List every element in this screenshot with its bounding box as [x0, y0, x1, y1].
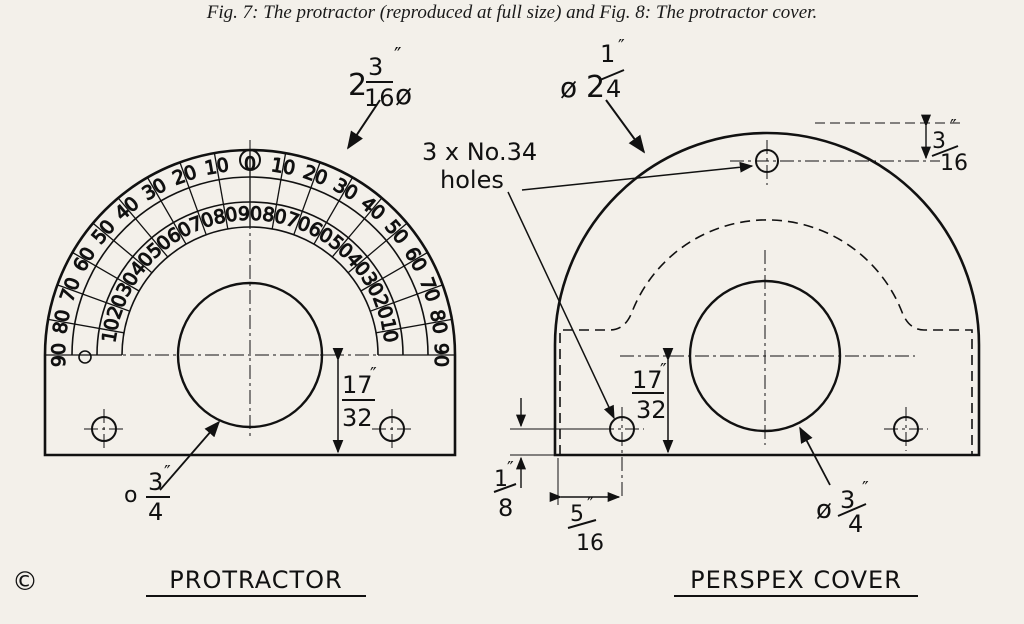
- graduation-line: [47, 318, 125, 334]
- cover-bore-label: ø 3 ″ 4: [816, 478, 869, 538]
- holes-callout: 3 x No.34 holes: [422, 138, 537, 194]
- svg-text:″: ″: [618, 36, 625, 57]
- svg-text:3: 3: [840, 486, 855, 514]
- cover-drawing: [507, 99, 981, 597]
- svg-text:4: 4: [606, 75, 621, 103]
- svg-text:ø: ø: [816, 495, 832, 525]
- scale-number: 10: [269, 154, 297, 180]
- copyright-mark: ©: [12, 567, 38, 597]
- svg-text:ø: ø: [560, 71, 577, 104]
- scale-number: 50: [87, 216, 119, 249]
- datum-mark: [78, 350, 92, 364]
- graduation-line: [347, 222, 408, 274]
- graduation-line: [117, 197, 169, 258]
- svg-text:″: ″: [164, 462, 171, 483]
- cover-centre-lines: [600, 140, 940, 500]
- eighth-inch-label: 1 ″ 8: [493, 458, 517, 522]
- graduation-line: [331, 197, 383, 258]
- svg-text:1: 1: [494, 467, 508, 492]
- graduation-line: [92, 222, 153, 274]
- svg-text:32: 32: [342, 404, 373, 432]
- holes-leader-bottom: [507, 191, 615, 420]
- scale-number: 40: [111, 192, 144, 224]
- svg-text:4: 4: [848, 510, 863, 538]
- outer-diameter-leader: [347, 99, 381, 150]
- scale-number: 80: [261, 203, 289, 229]
- top-offset-label: 3 ″ 16: [931, 116, 968, 176]
- cover-height-label: 17 ″ 32: [632, 360, 667, 424]
- scale-number: 50: [380, 216, 412, 249]
- svg-text:16: 16: [940, 151, 968, 176]
- graduation-line: [313, 177, 354, 245]
- scale-number: 10: [203, 154, 231, 180]
- svg-text:16: 16: [576, 531, 604, 556]
- scale-number: 10: [98, 317, 124, 345]
- svg-text:3: 3: [932, 129, 946, 154]
- scale-number: 90: [238, 203, 262, 225]
- scale-number: 80: [212, 203, 240, 229]
- scale-number: 80: [425, 308, 451, 336]
- protractor-outline: [43, 148, 457, 457]
- svg-text:5: 5: [570, 502, 584, 527]
- protractor-outer-diameter-label: 2 3 ″ 16 ø: [348, 43, 412, 112]
- svg-text:″: ″: [587, 494, 594, 515]
- svg-text:4: 4: [148, 498, 163, 526]
- svg-text:2: 2: [586, 70, 605, 105]
- scale-number: 10: [376, 317, 402, 345]
- svg-text:16: 16: [364, 84, 395, 112]
- graduation-line: [57, 284, 130, 312]
- svg-text:3: 3: [368, 53, 383, 81]
- graduation-line: [213, 152, 229, 230]
- svg-text:2: 2: [348, 68, 367, 103]
- cover-title: PERSPEX COVER: [690, 566, 902, 594]
- svg-text:″: ″: [507, 458, 514, 479]
- svg-text:8: 8: [498, 494, 513, 522]
- cover-hidden-edge: [559, 219, 973, 455]
- cover-bore-leader: [799, 426, 831, 486]
- graduation-line: [370, 284, 443, 312]
- graduation-line: [360, 251, 428, 292]
- graduation-line: [271, 152, 287, 230]
- cover-outline: [553, 131, 981, 457]
- svg-text:″: ″: [660, 360, 667, 381]
- bore-leader: [159, 420, 221, 491]
- svg-text:″: ″: [950, 116, 957, 137]
- svg-text:holes: holes: [440, 166, 504, 194]
- svg-text:″: ″: [370, 364, 377, 385]
- scale-number: 80: [49, 308, 75, 336]
- svg-text:″: ″: [862, 478, 869, 499]
- graduation-line: [179, 162, 207, 235]
- svg-text:1: 1: [600, 40, 615, 68]
- protractor-height-label: 17 ″ 32: [342, 364, 377, 432]
- graduation-line: [293, 162, 321, 235]
- protractor-title: PROTRACTOR: [169, 566, 342, 594]
- svg-text:3 x No.34: 3 x No.34: [422, 138, 537, 166]
- svg-text:3: 3: [148, 468, 163, 496]
- hole-offset-label: 5 ″ 16: [567, 494, 604, 556]
- svg-text:o: o: [124, 483, 137, 508]
- holes-leader-top: [521, 161, 754, 191]
- svg-text:17: 17: [342, 371, 373, 399]
- svg-text:17: 17: [632, 366, 663, 394]
- cover-outer-diameter-label: ø 2 1 ″ 4: [560, 36, 625, 105]
- graduation-line: [375, 318, 453, 334]
- scale-number: 40: [356, 192, 389, 224]
- svg-text:32: 32: [636, 396, 667, 424]
- cover-outer-diameter-leader: [605, 99, 646, 154]
- protractor-centre-lines: [55, 140, 445, 449]
- graduation-line: [72, 251, 140, 292]
- protractor-bore-label: o 3 ″ 4: [124, 462, 171, 526]
- graduation-line: [146, 177, 187, 245]
- svg-text:″: ″: [394, 43, 401, 67]
- svg-text:ø: ø: [395, 78, 412, 111]
- figure-caption: Fig. 7: The protractor (reproduced at fu…: [206, 2, 818, 23]
